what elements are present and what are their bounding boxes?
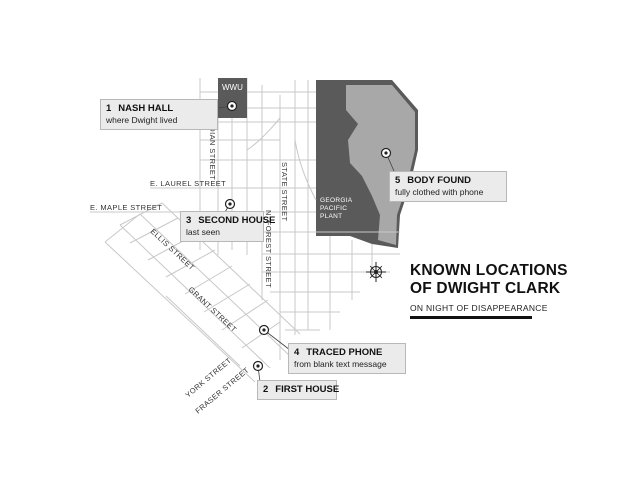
location-number: 5: [395, 175, 401, 186]
marker-2-icon: [252, 360, 264, 372]
title-underline: [410, 316, 532, 319]
street-label-grant: GRANT STREET: [187, 285, 239, 334]
street-grid: [90, 78, 400, 383]
location-note: last seen: [186, 227, 221, 237]
street-label-maple: E. MAPLE STREET: [90, 203, 162, 212]
wwu-label: WWU: [222, 83, 243, 92]
street-label-forest: N. FOREST STREET: [264, 210, 273, 288]
location-callout-5[interactable]: 5 BODY FOUND fully clothed with phone: [389, 171, 507, 202]
marker-3-icon: [224, 198, 236, 210]
map-subtitle: ON NIGHT OF DISAPPEARANCE: [410, 303, 548, 313]
street-label-laurel: E. LAUREL STREET: [150, 179, 226, 188]
plant-label-line-2: PACIFIC: [320, 205, 347, 212]
georgia-pacific-area: [316, 80, 418, 248]
marker-4-icon: [258, 324, 270, 336]
location-callout-1[interactable]: 1 NASH HALL where Dwight lived: [100, 99, 218, 130]
location-callout-3[interactable]: 3 SECOND HOUSE last seen: [180, 211, 275, 242]
plant-label-line-3: PLANT: [320, 213, 342, 220]
location-number: 3: [186, 215, 192, 226]
location-note: where Dwight lived: [106, 115, 178, 125]
location-note: from blank text message: [294, 359, 387, 369]
plant-label-line-1: GEORGIA: [320, 197, 353, 204]
location-number: 4: [294, 347, 300, 358]
street-label-fraser: FRASER STREET: [194, 365, 251, 415]
street-label-indian: INDIAN STREET: [208, 118, 217, 180]
location-note: fully clothed with phone: [395, 187, 484, 197]
location-name: FIRST HOUSE: [275, 384, 340, 395]
marker-5-icon: [380, 147, 392, 159]
marker-1-icon: [226, 100, 238, 112]
street-label-state: STATE STREET: [280, 162, 289, 222]
map-title-line-2: OF DWIGHT CLARK: [410, 280, 561, 297]
location-name: NASH HALL: [118, 103, 174, 114]
map-title-block: KNOWN LOCATIONS OF DWIGHT CLARK ON NIGHT…: [410, 262, 568, 319]
location-number: 2: [263, 384, 269, 395]
compass-icon: [366, 262, 386, 282]
location-callout-4[interactable]: 4 TRACED PHONE from blank text message: [288, 343, 406, 374]
location-name: BODY FOUND: [407, 175, 471, 186]
location-callout-2[interactable]: 2 FIRST HOUSE: [257, 380, 340, 400]
wwu-building: WWU: [218, 78, 247, 118]
location-name: TRACED PHONE: [306, 347, 383, 358]
map-title-line-1: KNOWN LOCATIONS: [410, 262, 568, 279]
location-name: SECOND HOUSE: [198, 215, 276, 226]
location-number: 1: [106, 103, 112, 114]
